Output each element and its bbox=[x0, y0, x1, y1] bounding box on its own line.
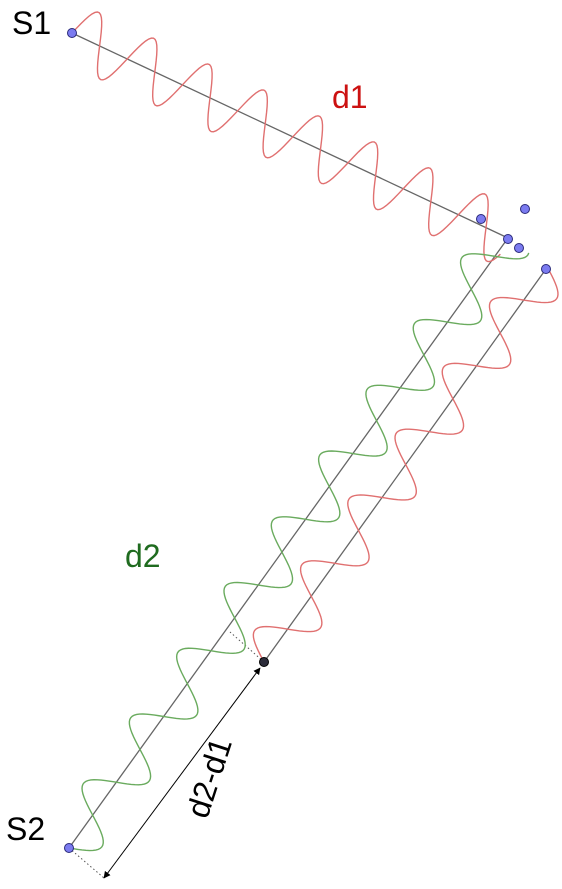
source-point-s1 bbox=[67, 28, 77, 38]
path-line-s1 bbox=[71, 32, 509, 239]
meeting-point bbox=[503, 234, 513, 244]
label-path-difference: d2-d1 bbox=[179, 733, 239, 822]
wave-d1 bbox=[71, 11, 501, 263]
dotted-guide-bottom bbox=[68, 847, 105, 879]
end-point-shifted bbox=[541, 264, 551, 274]
shift-point bbox=[259, 657, 269, 667]
label-s1: S1 bbox=[12, 5, 51, 41]
wave-shifted bbox=[252, 271, 559, 663]
source-point-s2 bbox=[64, 843, 74, 853]
path-difference-arrow bbox=[103, 667, 261, 879]
label-d2: d2 bbox=[125, 538, 161, 574]
end-point-d1-wave bbox=[520, 204, 530, 214]
path-line-shifted bbox=[263, 268, 547, 663]
dotted-guide-top bbox=[229, 631, 265, 663]
end-point-d2-wave bbox=[514, 243, 524, 253]
label-d1: d1 bbox=[332, 79, 368, 115]
end-point-d1-line bbox=[476, 214, 486, 224]
label-s2: S2 bbox=[6, 811, 45, 847]
